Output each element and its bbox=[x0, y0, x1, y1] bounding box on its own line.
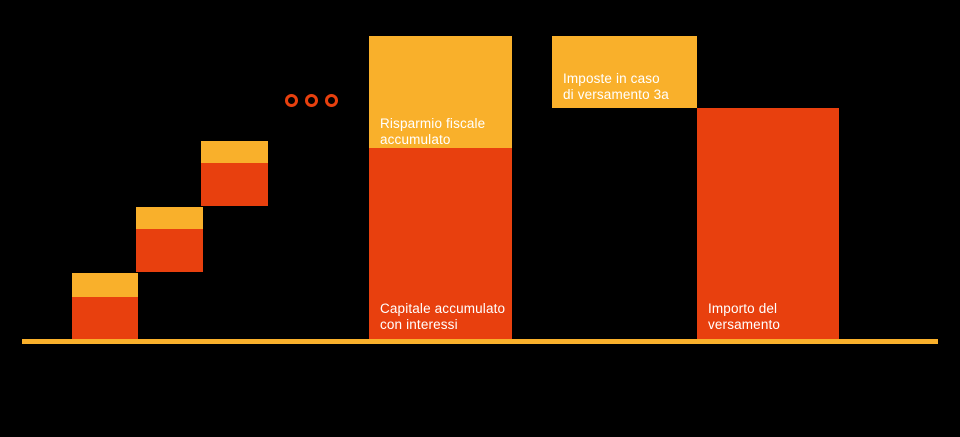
ellipsis-dot-icon bbox=[325, 94, 338, 107]
bar-segment-year-3-saving bbox=[201, 141, 268, 163]
bar-segment-total-accumulated-saving bbox=[369, 36, 512, 148]
ellipsis-continuation-icon bbox=[285, 94, 338, 107]
bar-segment-year-3-capital bbox=[201, 163, 268, 206]
bar-segment-year-1-saving bbox=[72, 273, 138, 297]
ellipsis-dot-icon bbox=[305, 94, 318, 107]
bar-segment-year-1-capital bbox=[72, 297, 138, 339]
bar-segment-year-2-saving bbox=[136, 207, 203, 229]
bar-segment-total-accumulated-capital bbox=[369, 148, 512, 339]
bar-segment-payment-amount-payment bbox=[697, 108, 839, 339]
bar-segment-withdrawal-tax bbox=[552, 36, 697, 108]
ellipsis-dot-icon bbox=[285, 94, 298, 107]
baseline-axis bbox=[22, 339, 938, 344]
bar-segment-year-2-capital bbox=[136, 229, 203, 272]
